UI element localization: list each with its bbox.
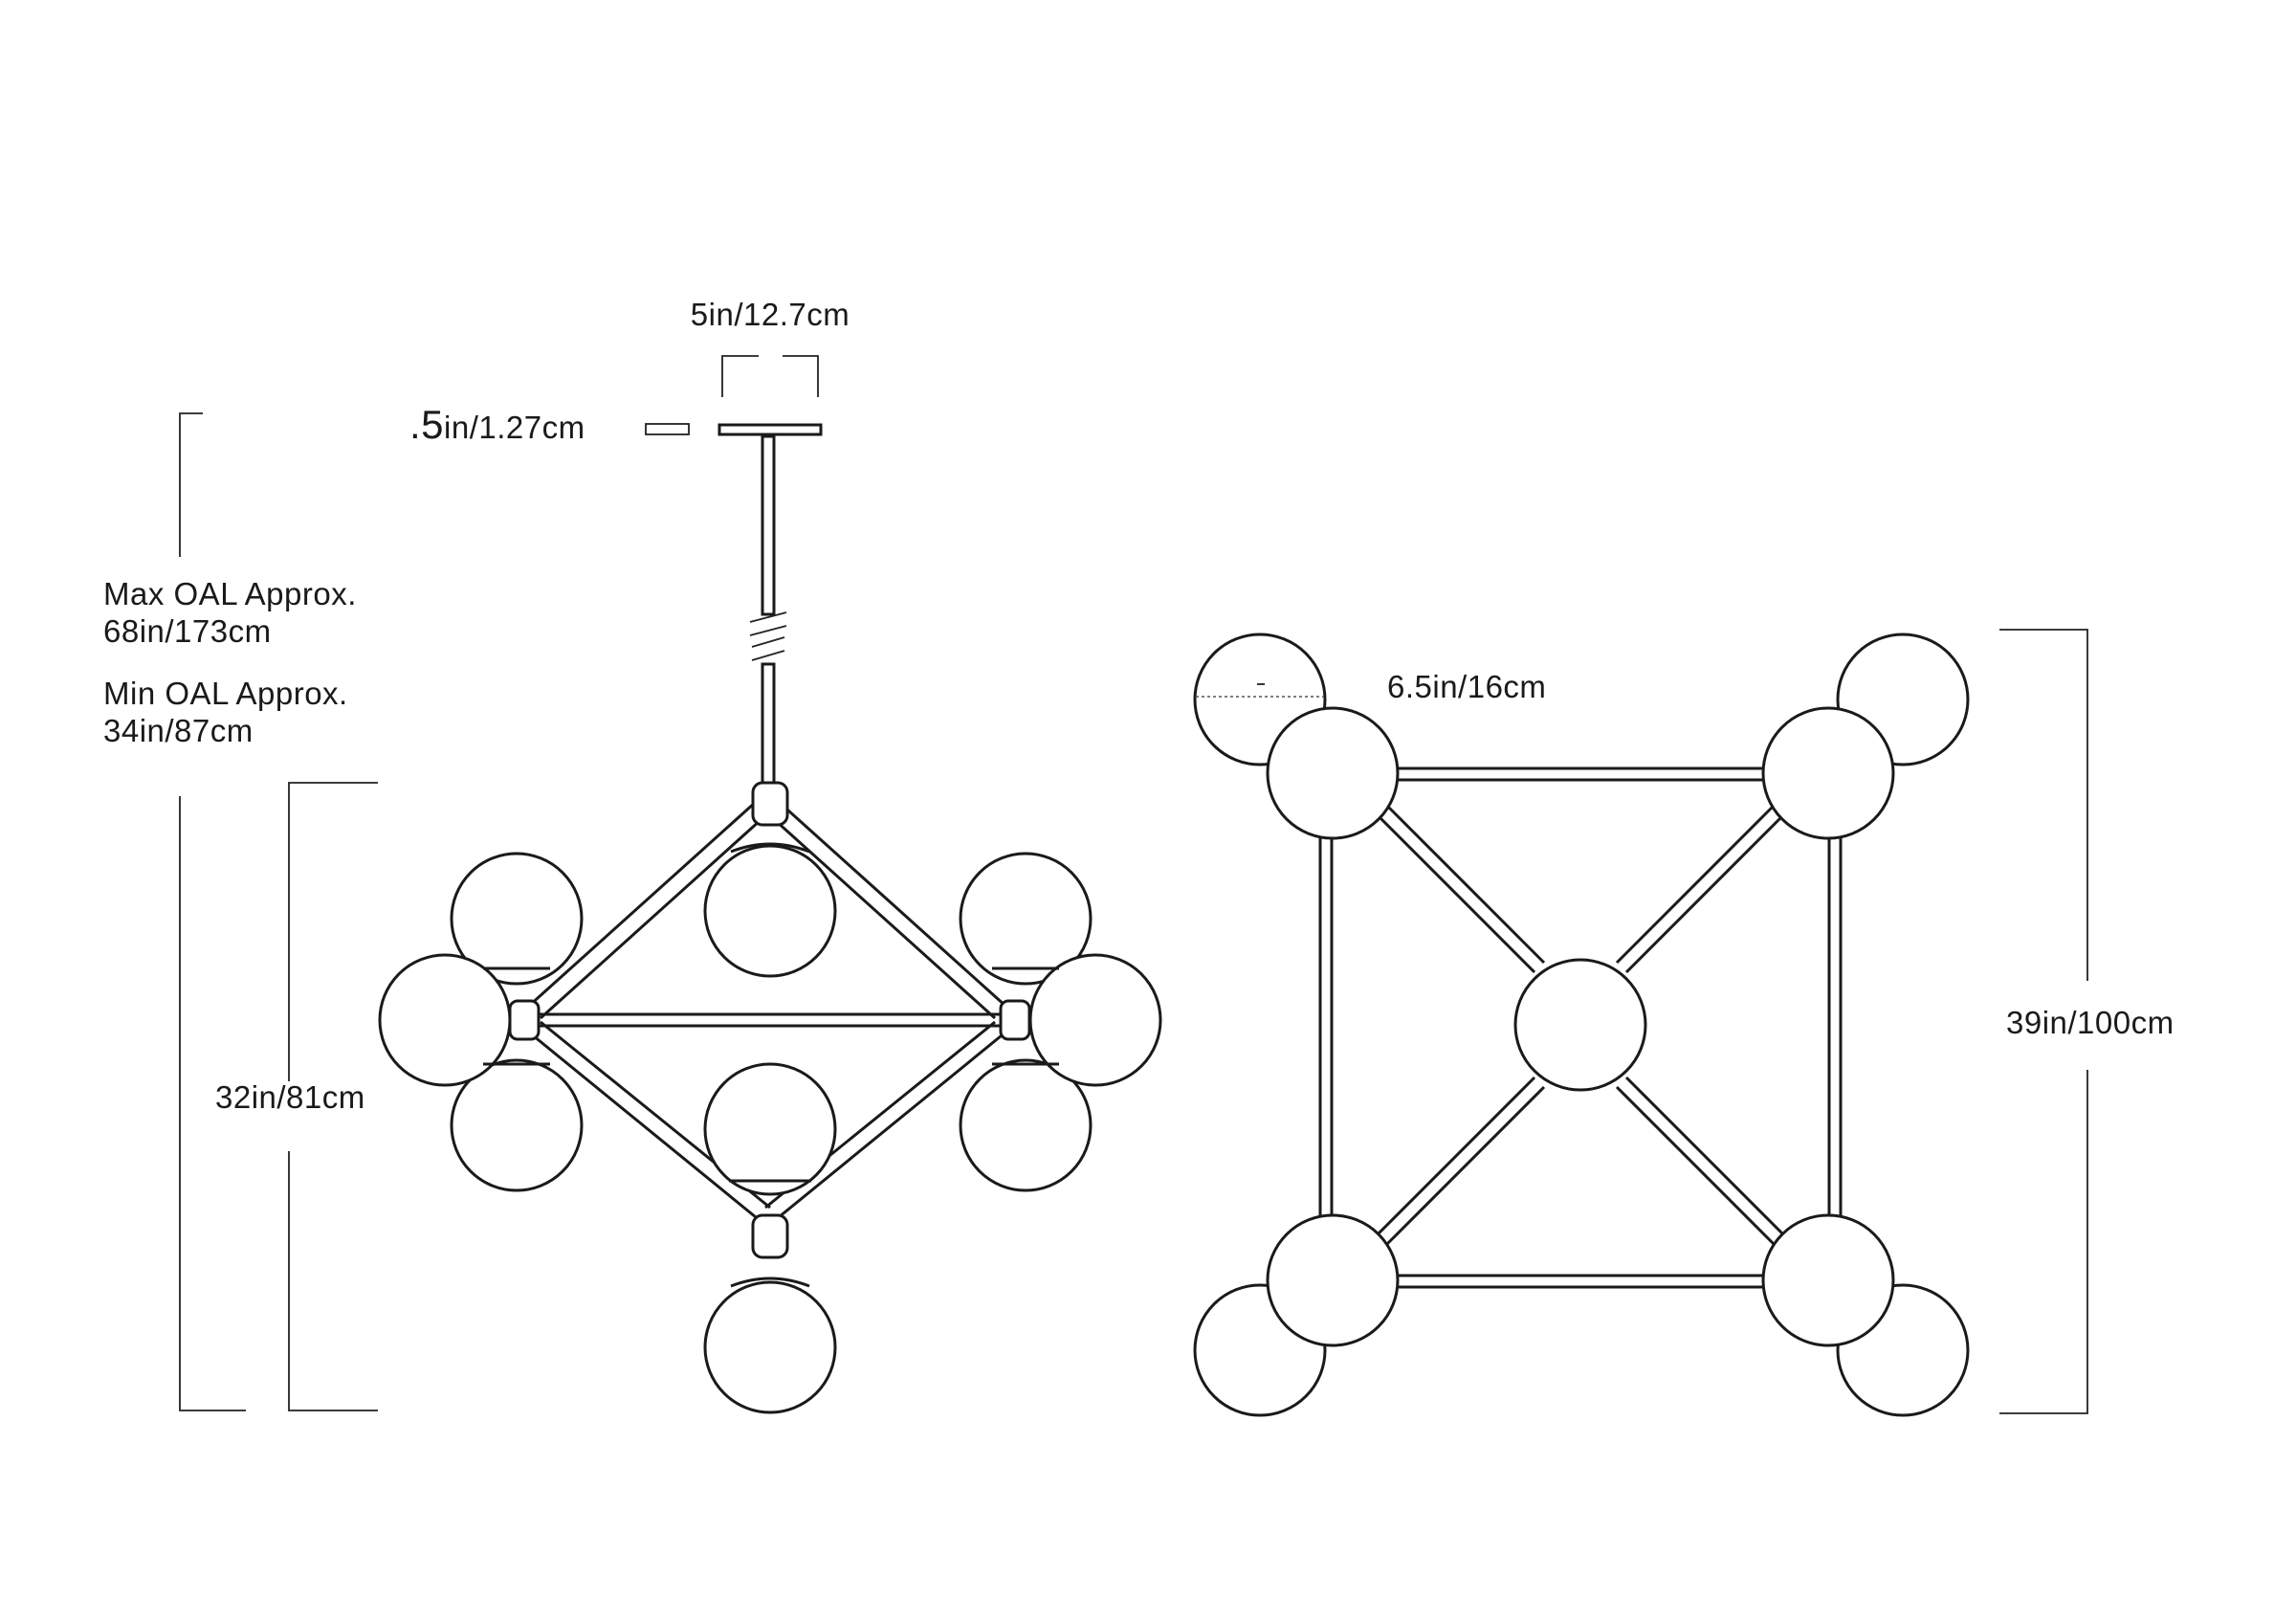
globe xyxy=(1761,1213,1895,1347)
center-globe xyxy=(1513,958,1647,1092)
hub xyxy=(999,999,1031,1041)
globe xyxy=(703,1280,837,1414)
diagonal-arms xyxy=(1372,800,1789,1250)
top-view-size-bracket xyxy=(1999,629,2088,1414)
globe xyxy=(1761,706,1895,840)
max-oal-bracket xyxy=(179,412,246,1411)
globe xyxy=(1266,706,1400,840)
hub xyxy=(751,781,789,827)
top-front-globes xyxy=(1266,706,1895,1347)
globe xyxy=(1266,1213,1400,1347)
body-height-bracket xyxy=(288,782,378,1411)
square-frame xyxy=(1318,766,1843,1289)
hub xyxy=(508,999,541,1041)
body-height-label: 32in/81cm xyxy=(215,1079,365,1115)
side-elevation-view: 5in/12.7cm .5in/1.27cm Max OAL Approx. 6… xyxy=(103,297,1162,1414)
globe xyxy=(959,1058,1093,1192)
side-globes xyxy=(378,844,1162,1414)
top-plan-view: 6.5in/16cm 39in/100cm xyxy=(1193,629,2175,1417)
globe xyxy=(378,953,512,1087)
canopy-height-marker xyxy=(645,423,690,435)
canopy-height-label: .5in/1.27cm xyxy=(409,402,585,447)
min-oal-value: 34in/87cm xyxy=(103,713,254,748)
globe-collars xyxy=(483,842,1059,1288)
hub xyxy=(751,1213,789,1259)
downrod xyxy=(749,434,787,785)
globe xyxy=(450,852,584,986)
max-oal-title: Max OAL Approx. xyxy=(103,576,357,611)
globe xyxy=(703,1062,837,1196)
canopy-height-unit: in/1.27cm xyxy=(444,410,585,445)
min-oal-title: Min OAL Approx. xyxy=(103,676,348,711)
canopy-plate xyxy=(718,423,823,436)
globe xyxy=(959,852,1093,986)
globe-diameter-label: 6.5in/16cm xyxy=(1387,669,1546,704)
globe xyxy=(450,1058,584,1192)
max-oal-value: 68in/173cm xyxy=(103,613,272,649)
top-view-size-label: 39in/100cm xyxy=(2006,1005,2175,1040)
canopy-height-number: .5 xyxy=(409,402,444,447)
globe-diameter-marker xyxy=(1196,683,1324,698)
side-hubs xyxy=(508,781,1031,1259)
canopy-width-label: 5in/12.7cm xyxy=(691,297,850,332)
globe xyxy=(703,844,837,978)
canopy-width-bracket xyxy=(721,355,819,397)
globe xyxy=(1028,953,1162,1087)
